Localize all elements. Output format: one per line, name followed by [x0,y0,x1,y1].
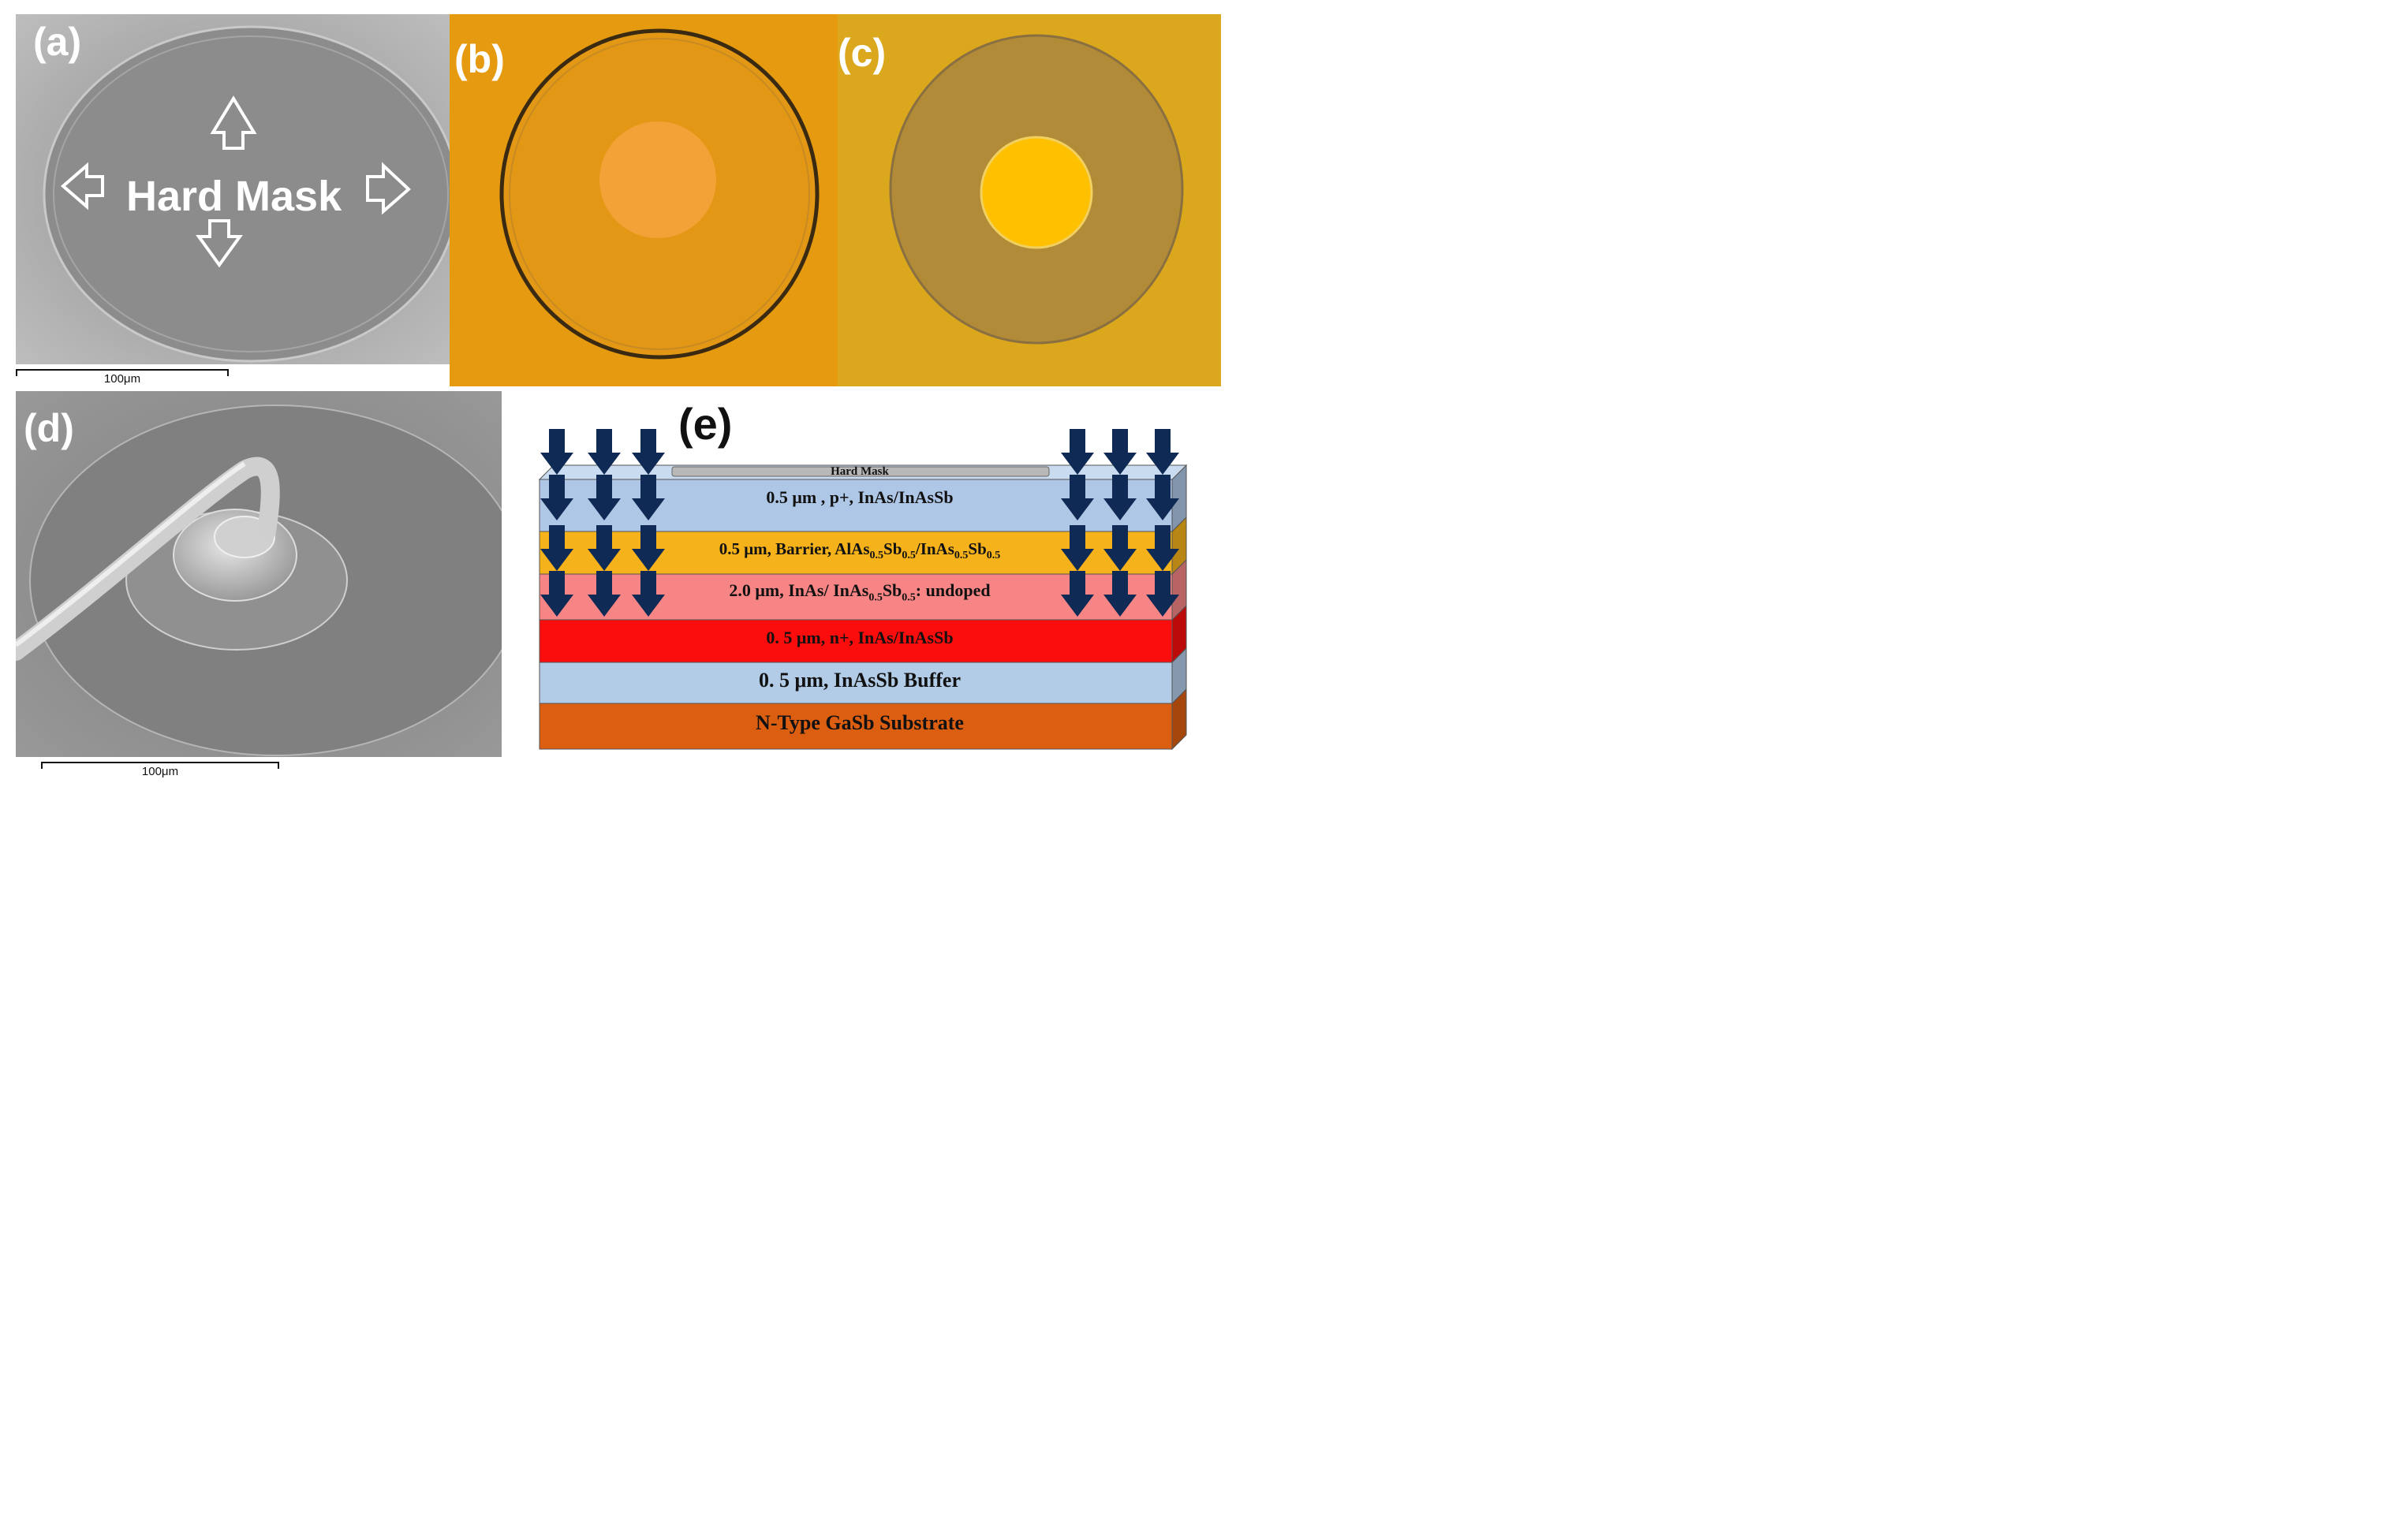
panel-b-label: (b) [454,37,505,81]
scale-text-d: 100μm [141,765,179,778]
etch-arrow-icon-22 [1146,525,1179,571]
etch-arrow-icon-4 [588,429,621,475]
layer-stack-diagram [538,429,1188,751]
scale-bar-a [16,369,229,376]
layer-label-barrier: 0.5 μm, Barrier, AlAs0.5Sb0.5/InAs0.5Sb0… [719,539,1001,562]
etch-arrow-icon-16 [1103,429,1137,475]
scale-text-a: 100μm [103,372,141,386]
panel-d-image [16,391,502,757]
etch-arrow-icon-19 [1103,571,1137,617]
etch-arrow-icon-12 [1061,429,1094,475]
etch-arrow-icon-23 [1146,571,1179,617]
etch-arrow-icon-2 [540,525,573,571]
etch-arrow-icon-14 [1061,525,1094,571]
etch-arrow-icon-20 [1146,429,1179,475]
panel-a-label: (a) [33,20,82,64]
panel-a-image [16,14,450,364]
layer-substrate [539,703,1173,750]
layer-buffer [539,662,1173,704]
etch-arrow-icon-18 [1103,525,1137,571]
layer-label-undoped: 2.0 μm, InAs/ InAs0.5Sb0.5: undoped [729,580,991,604]
panel-c: (c) [838,14,1221,386]
panel-c-image [838,14,1221,386]
arrow-left-icon [60,162,104,211]
layer-label-substrate: N-Type GaSb Substrate [756,711,964,734]
etch-arrow-icon-10 [632,525,665,571]
etch-arrow-icon-13 [1061,475,1094,520]
hard-mask-label: Hard Mask [126,173,342,220]
hard-mask-layer [671,466,1050,477]
bond-wire [16,457,280,661]
layer-n-plus [539,619,1173,663]
etch-arrow-icon-1 [540,475,573,520]
etch-arrow-icon-7 [588,571,621,617]
etch-arrow-icon-6 [588,525,621,571]
layer-label-buffer: 0. 5 μm, InAsSb Buffer [759,669,961,692]
arrow-down-icon [196,219,243,268]
etch-arrow-icon-3 [540,571,573,617]
panel-b-image [450,14,838,386]
panel-d-label: (d) [24,406,74,450]
panel-e: (e) Hard Mask 0.5 μm , p+, InAs/InAsSb 0… [505,391,1223,784]
arrow-up-icon [210,95,257,150]
scale-bar-d [41,762,279,769]
etch-arrow-icon-8 [632,429,665,475]
etch-arrow-icon-15 [1061,571,1094,617]
panel-a: (a) Hard Mask [16,14,450,364]
hard-mask-layer-label: Hard Mask [831,465,889,478]
etch-arrow-icon-17 [1103,475,1137,520]
etch-arrow-icon-9 [632,475,665,520]
layer-label-n-plus: 0. 5 μm, n+, InAs/InAsSb [766,628,954,647]
panel-c-label: (c) [838,31,887,75]
panel-d: (d) [16,391,502,757]
etch-arrow-icon-5 [588,475,621,520]
etch-arrow-icon-21 [1146,475,1179,520]
etch-arrow-icon-0 [540,429,573,475]
panel-b: (b) [450,14,838,386]
arrow-right-icon [366,162,411,215]
layer-label-p-plus: 0.5 μm , p+, InAs/InAsSb [766,487,954,507]
panel-e-label: (e) [678,399,733,449]
etch-arrow-icon-11 [632,571,665,617]
